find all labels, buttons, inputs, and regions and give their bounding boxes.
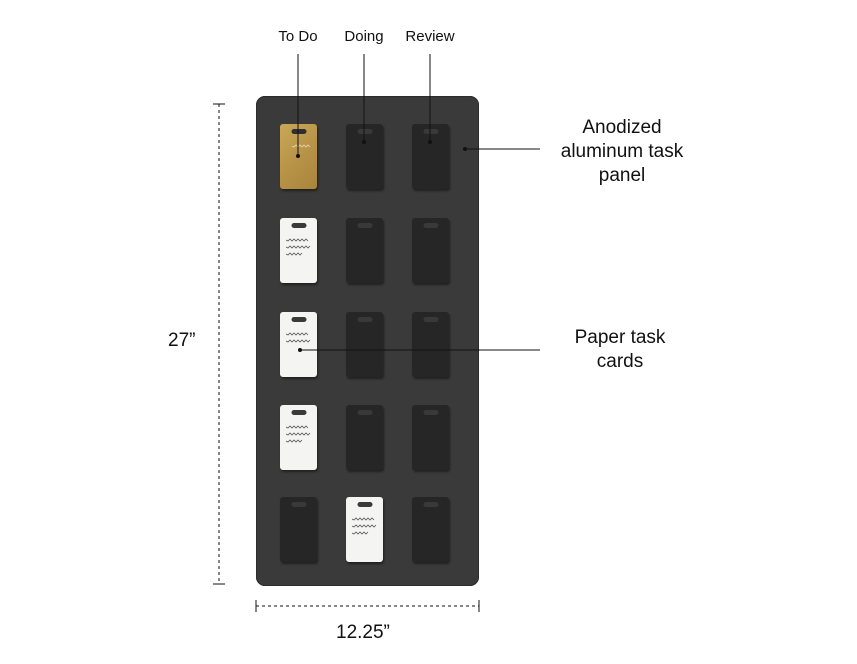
card-hanger-slot (423, 317, 438, 322)
empty-card-slot (412, 218, 449, 283)
cards-callout: Paper task cards (575, 326, 666, 374)
card-hanger-slot (423, 410, 438, 415)
card-hanger-slot (423, 502, 438, 507)
card-hanger-slot (423, 223, 438, 228)
handwriting-scribble (286, 332, 311, 343)
task-panel (256, 96, 479, 586)
to-do-pointer-dot (296, 154, 300, 158)
handwriting-scribble (286, 425, 311, 443)
card-hanger-slot (357, 410, 372, 415)
width-dimension-label: 12.25” (336, 622, 390, 643)
panel-callout-line-2: aluminum task (560, 141, 684, 162)
empty-card-slot (280, 497, 317, 562)
paper-task-card (280, 218, 317, 283)
empty-card-slot (412, 312, 449, 377)
empty-card-slot (346, 312, 383, 377)
paper-task-card (280, 405, 317, 470)
empty-card-slot (412, 405, 449, 470)
card-hanger-slot (291, 317, 306, 322)
empty-card-slot (412, 497, 449, 562)
column-label-to-do: To Do (278, 28, 318, 45)
cards-callout-line-2: cards (596, 351, 644, 372)
cards-callout-dot (298, 348, 302, 352)
card-hanger-slot (291, 502, 306, 507)
doing-pointer-dot (362, 140, 366, 144)
panel-callout-line-1: Anodized (582, 117, 662, 138)
height-dimension-label: 27” (168, 330, 196, 351)
card-hanger-slot (291, 223, 306, 228)
handwriting-scribble (291, 144, 311, 148)
column-label-doing: Doing (344, 28, 384, 45)
cards-callout-line-1: Paper task (574, 327, 666, 348)
paper-task-card (346, 497, 383, 562)
paper-task-card (280, 312, 317, 377)
review-pointer-dot (428, 140, 432, 144)
empty-card-slot (346, 405, 383, 470)
panel-callout-line-3: panel (598, 165, 646, 186)
column-label-review: Review (405, 28, 455, 45)
empty-card-slot (346, 218, 383, 283)
card-hanger-slot (357, 317, 372, 322)
handwriting-scribble (286, 238, 311, 256)
card-hanger-slot (357, 502, 372, 507)
card-hanger-slot (357, 223, 372, 228)
handwriting-scribble (352, 517, 377, 535)
card-hanger-slot (291, 410, 306, 415)
panel-callout: Anodized aluminum task panel (561, 116, 684, 188)
panel-callout-dot (463, 147, 467, 151)
